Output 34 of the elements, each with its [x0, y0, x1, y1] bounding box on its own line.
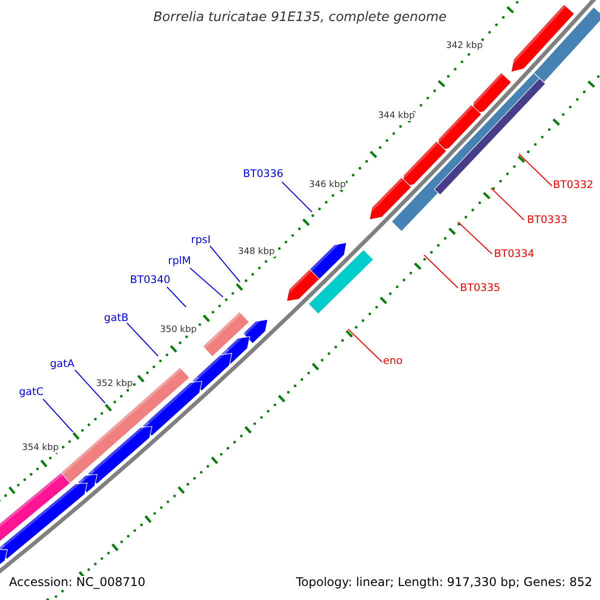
tick-label: 352 kbp	[96, 380, 133, 389]
gene-label: BT0335	[460, 283, 500, 294]
leader-line	[210, 246, 240, 282]
leader-line	[458, 222, 492, 254]
tick-label: 346 kbp	[309, 181, 346, 190]
leader-line	[518, 154, 552, 186]
leader-line	[490, 188, 524, 220]
tick-label: 348 kbp	[238, 248, 275, 257]
leader-line	[42, 398, 74, 432]
gene-label: rpsI	[191, 235, 211, 246]
gene-label: gatC	[19, 387, 44, 398]
gene-label: BT0340	[130, 275, 170, 286]
leader-line	[126, 322, 158, 356]
tick-label: 344 kbp	[378, 112, 415, 121]
gene-label: BT0332	[553, 180, 594, 190]
title: Borrelia turicatae 91E135, complete genome	[152, 11, 448, 24]
gene-label: gatB	[104, 313, 128, 324]
gene-label: BT0336	[243, 169, 284, 180]
accession-text: Accession: NC_008710	[9, 576, 146, 588]
leader-line	[282, 182, 312, 212]
genome-summary-text: Topology: linear; Length: 917,330 bp; Genes: 852	[296, 576, 592, 588]
leader-line	[424, 254, 458, 288]
gene-label: BT0333	[527, 215, 568, 226]
leader-line	[190, 268, 224, 298]
gene-label: rplM	[168, 256, 191, 266]
gene-label: BT0334	[494, 249, 534, 260]
tick-label: 342 kbp	[446, 42, 483, 51]
gene-label: eno	[383, 356, 403, 366]
tick-label: 350 kbp	[160, 326, 197, 335]
gene-label: gatA	[50, 359, 74, 370]
leader-line	[166, 286, 186, 308]
leader-line	[74, 370, 106, 404]
tick-label: 354 kbp	[22, 444, 59, 453]
leader-line	[348, 328, 382, 362]
